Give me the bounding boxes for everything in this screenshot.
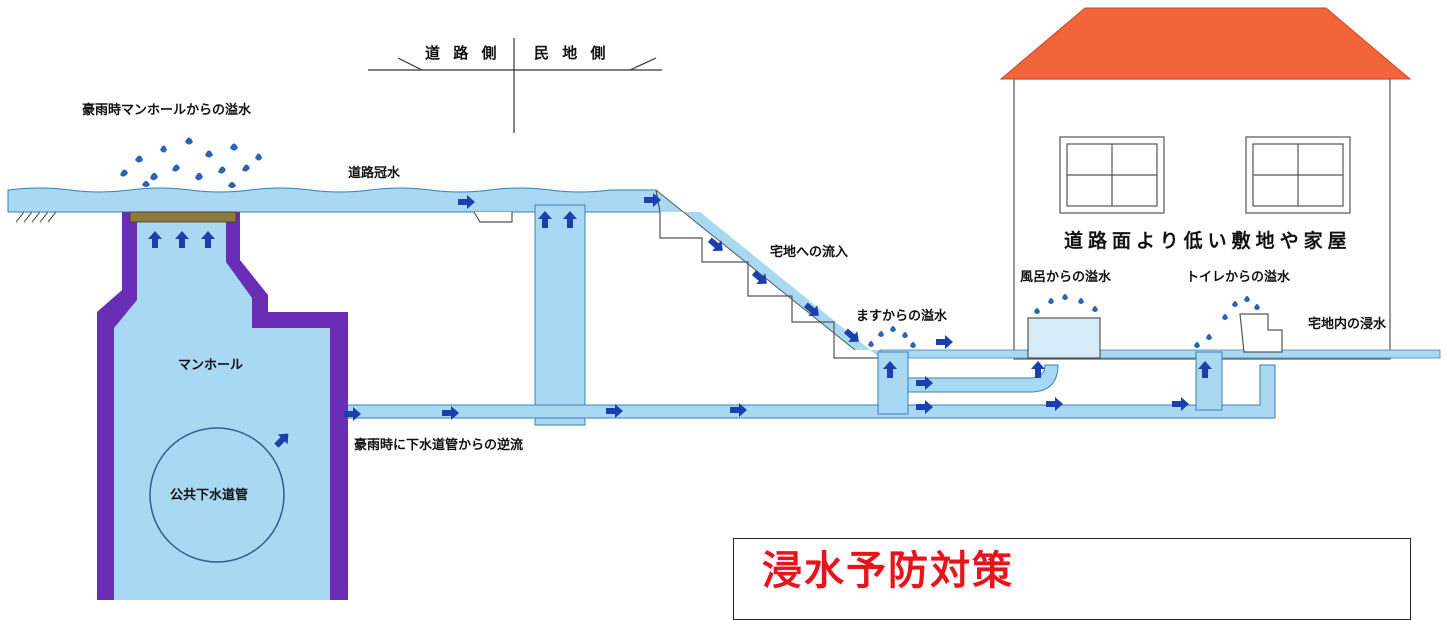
flow-arrow bbox=[442, 406, 459, 420]
inflow-to-lot-label: 宅地への流入 bbox=[770, 245, 849, 260]
flow-arrow bbox=[344, 407, 361, 421]
flow-arrow bbox=[916, 400, 933, 414]
flow-arrow bbox=[843, 328, 859, 343]
flow-arrow bbox=[730, 403, 747, 417]
manhole-cover bbox=[129, 211, 237, 223]
manhole-overflow-label: 豪雨時マンホールからの溢水 bbox=[82, 103, 252, 118]
prevention-title: 浸水予防対策 bbox=[762, 548, 1014, 594]
house-caption: 道路面より低い敷地や家屋 bbox=[1064, 230, 1352, 252]
catch-basin-overflow-label: ますからの溢水 bbox=[856, 309, 948, 324]
manhole-label: マンホール bbox=[178, 358, 244, 373]
public-sewer-label: 公共下水道管 bbox=[170, 488, 249, 503]
stairs-outline bbox=[655, 189, 880, 359]
flow-arrow bbox=[606, 404, 623, 418]
road-gutter bbox=[473, 211, 513, 223]
flow-arrow bbox=[707, 237, 723, 252]
bathtub bbox=[1027, 317, 1101, 359]
flow-arrow bbox=[883, 361, 897, 378]
public-sewer-pipe bbox=[149, 427, 285, 563]
bath-splash bbox=[1034, 294, 1098, 314]
toilet-overflow-label: トイレからの溢水 bbox=[1186, 270, 1291, 285]
flow-arrow bbox=[458, 195, 475, 209]
lot-flooding-label: 宅地内の浸水 bbox=[1308, 317, 1387, 332]
window-left bbox=[1059, 136, 1165, 214]
stairs-water bbox=[656, 190, 880, 358]
flow-arrow bbox=[148, 231, 162, 248]
flow-arrows bbox=[148, 193, 1212, 448]
flow-arrow bbox=[644, 193, 661, 207]
axis-lines bbox=[368, 38, 662, 133]
flow-arrow bbox=[175, 231, 189, 248]
flow-arrow bbox=[1172, 397, 1189, 411]
toilet bbox=[1239, 313, 1283, 353]
flow-arrow bbox=[1198, 361, 1212, 378]
ground-hatch bbox=[12, 211, 62, 223]
backflow-label: 豪雨時に下水道管からの逆流 bbox=[354, 438, 524, 453]
catch-basin-right bbox=[1195, 351, 1223, 411]
flow-arrow bbox=[563, 211, 577, 228]
flow-arrow bbox=[1031, 361, 1045, 378]
window-right bbox=[1245, 136, 1351, 214]
basin-splash bbox=[868, 326, 916, 348]
flow-arrow bbox=[538, 211, 552, 228]
catch-basin-left bbox=[877, 351, 909, 415]
flow-arrow bbox=[1046, 397, 1063, 411]
house-sewer-pipe bbox=[299, 364, 1276, 441]
manhole-splash bbox=[120, 137, 262, 188]
roof bbox=[999, 7, 1412, 80]
manhole-structure bbox=[97, 211, 348, 600]
lot-flood-water bbox=[879, 349, 1441, 359]
flow-arrow bbox=[916, 376, 933, 390]
flow-arrow bbox=[803, 302, 819, 317]
road-side-label: 道 路 側 bbox=[425, 44, 501, 62]
bath-overflow-label: 風呂からの溢水 bbox=[1020, 270, 1112, 285]
flow-arrow bbox=[936, 335, 953, 349]
road-flooding-label: 道路冠水 bbox=[348, 166, 401, 181]
road-flood-water bbox=[7, 187, 661, 213]
flow-arrow bbox=[201, 231, 215, 248]
vertical-pipe bbox=[534, 204, 586, 426]
toilet-splash bbox=[1194, 296, 1260, 348]
private-side-label: 民 地 側 bbox=[534, 44, 610, 62]
flow-arrow bbox=[751, 270, 767, 285]
prevention-panel: 浸水予防対策 bbox=[733, 538, 1411, 620]
flow-arrow bbox=[274, 433, 289, 448]
house bbox=[999, 7, 1412, 360]
flooding-diagram bbox=[7, 7, 1441, 600]
